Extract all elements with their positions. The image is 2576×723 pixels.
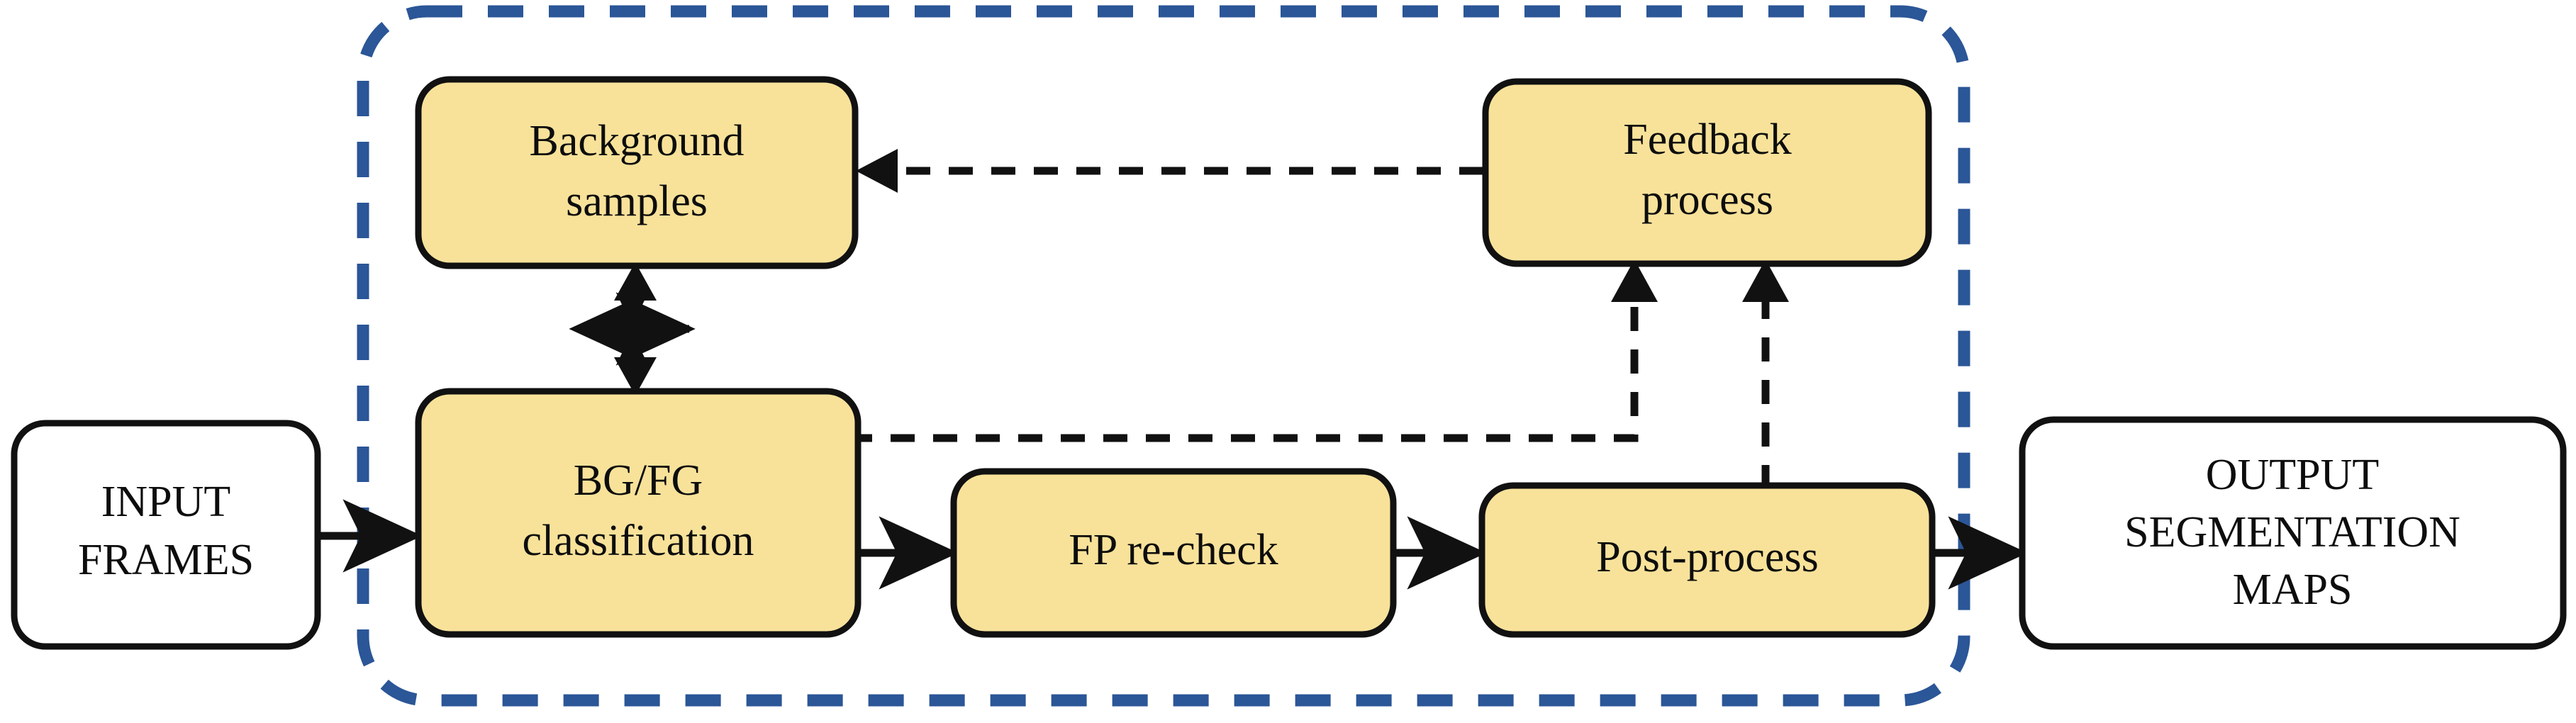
edge-post-to-feedback [1742, 259, 1789, 489]
background-samples-shape [415, 76, 859, 269]
post-process-shape [1478, 482, 1936, 638]
input-frames-shape [11, 420, 321, 650]
method-boundary-group [357, 5, 1970, 707]
post-process-label: Post-process [1596, 533, 1818, 581]
edge-feedback-to-samples [856, 149, 1483, 193]
output-maps-shape [2019, 416, 2567, 650]
node-fp-recheck[interactable]: FP re-check [950, 468, 1397, 638]
node-bg-fg-classification[interactable]: BG/FG classification [415, 388, 862, 638]
node-post-process[interactable]: Post-process [1478, 482, 1936, 638]
bg-fg-classification-label-line-1: BG/FG [574, 456, 703, 505]
node-output-maps[interactable]: OUTPUT SEGMENTATION MAPS [2019, 416, 2567, 650]
background-samples-label-line-1: Background [529, 117, 744, 165]
feedback-process-label-line-2: process [1641, 176, 1773, 224]
input-frames-label-line-1: INPUT [101, 478, 231, 526]
input-frames-label-line-2: FRAMES [78, 536, 254, 584]
output-maps-label-line-1: OUTPUT [2206, 451, 2380, 499]
output-maps-label-line-3: MAPS [2233, 566, 2353, 614]
node-input-frames[interactable]: INPUT FRAMES [11, 420, 321, 650]
background-samples-label-line-2: samples [566, 177, 708, 225]
feedback-process-shape [1482, 78, 1932, 267]
node-feedback-process[interactable]: Feedback process [1482, 78, 1932, 267]
bg-fg-classification-shape [415, 388, 862, 638]
output-maps-label-line-2: SEGMENTATION [2124, 508, 2460, 556]
fp-recheck-label: FP re-check [1069, 526, 1278, 574]
edge-classification-to-feedback [848, 259, 1658, 442]
feedback-process-label-line-1: Feedback [1623, 116, 1792, 164]
edge-samples-classification-exchange [569, 262, 696, 396]
bg-fg-classification-label-line-2: classification [522, 517, 754, 565]
node-background-samples[interactable]: Background samples [415, 76, 859, 269]
fp-recheck-shape [950, 468, 1397, 638]
